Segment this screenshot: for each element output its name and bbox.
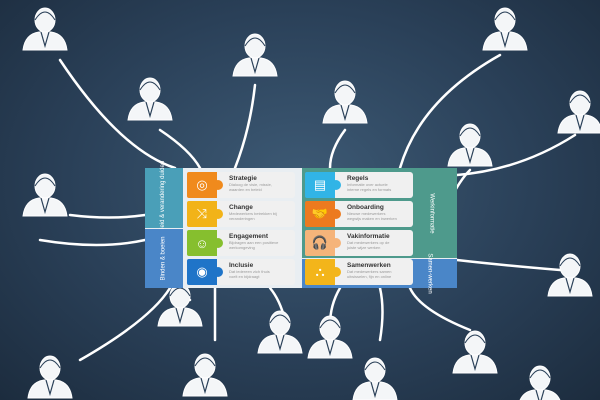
- person-icon: [482, 7, 528, 51]
- person-icon: [22, 7, 68, 51]
- team-icon: ⛬: [305, 259, 341, 285]
- card-subtitle: Bijdragen aan een positieve werkomgeving: [229, 240, 279, 250]
- person-icon: [452, 330, 498, 374]
- person-icon: [547, 253, 593, 297]
- card-title: Onboarding: [347, 204, 384, 211]
- target-icon: ◎: [187, 172, 223, 198]
- card-title: Engagement: [229, 233, 269, 240]
- people: [22, 7, 600, 400]
- group-label: Binden & boeien: [160, 236, 167, 281]
- person-icon: [157, 283, 203, 327]
- card-title: Regels: [347, 175, 369, 182]
- card-subtitle: Medewerkers betrekken bij veranderingen: [229, 211, 277, 221]
- person-icon: [447, 123, 493, 167]
- person-icon: [127, 77, 173, 121]
- person-icon: [352, 357, 398, 400]
- card-subtitle: Dat medewerkers samen uitwisselen, fijn …: [347, 269, 392, 279]
- card-subtitle: Nieuwe medewerkers wegwijs maken en inwe…: [347, 211, 397, 221]
- person-icon: [307, 315, 353, 359]
- smiley-icon: ☺: [187, 230, 223, 256]
- card-title: Strategie: [229, 175, 257, 182]
- document-icon: ▤: [305, 172, 341, 198]
- person-icon: [322, 80, 368, 124]
- content-panel: Beleid & verandering duiden Binden & boe…: [145, 160, 457, 294]
- shuffle-icon: ⤨: [187, 201, 223, 227]
- headset-icon: 🎧: [305, 230, 341, 256]
- card-title: Vakinformatie: [347, 233, 390, 240]
- group-label: Samen-werken: [426, 253, 433, 294]
- person-icon: [257, 310, 303, 354]
- person-icon: [557, 90, 600, 134]
- person-icon: [232, 33, 278, 77]
- person-icon: [519, 365, 561, 400]
- handshake-icon: 🤝: [305, 201, 341, 227]
- group-label: Werkinformatie: [428, 192, 435, 234]
- person-icon: [27, 355, 73, 399]
- group-label: Beleid & verandering duiden: [160, 160, 167, 236]
- card-title: Samenwerken: [347, 262, 391, 269]
- card-subtitle: Dat iedereen zich thuis voelt en bijdraa…: [229, 269, 270, 279]
- card-title: Change: [229, 204, 253, 211]
- card-subtitle: Dialoog de visie, missie, waarden en bel…: [229, 182, 272, 192]
- person-icon: [22, 173, 68, 217]
- card-title: Inclusie: [229, 262, 254, 269]
- group-binden: Binden & boeien: [145, 229, 183, 288]
- card-subtitle: Dat medewerkers op de juiste wijze werke…: [347, 240, 390, 250]
- person-icon: [182, 353, 228, 397]
- person-circle-icon: ◉: [187, 259, 223, 285]
- group-beleid: Beleid & verandering duiden: [145, 160, 183, 236]
- card-subtitle: Informatie over actuele interne regels e…: [347, 182, 392, 192]
